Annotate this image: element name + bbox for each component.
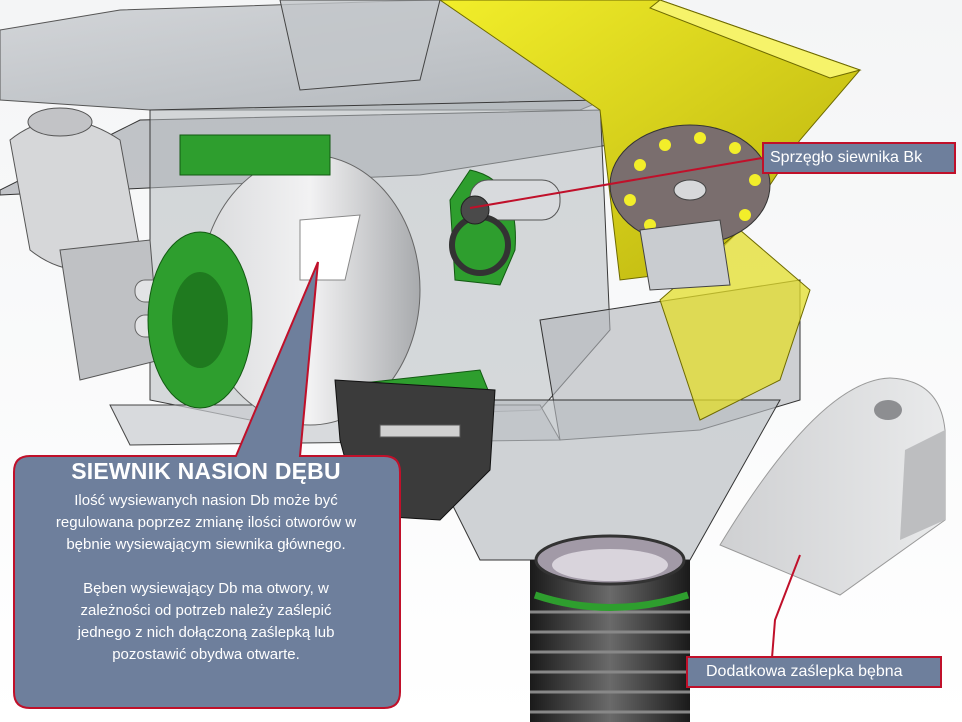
plug-leader-line bbox=[771, 554, 801, 659]
info-callout-shape bbox=[13, 261, 401, 709]
info-line: Ilość wysiewanych nasion Db może być bbox=[74, 492, 338, 509]
info-line: regulowana poprzez zmianę ilości otworów… bbox=[55, 514, 357, 531]
info-title: SIEWNIK NASION DĘBU bbox=[71, 458, 341, 484]
plug-label-text: Dodatkowa zaślepka bębna bbox=[706, 663, 903, 680]
info-line: Bęben wysiewający Db ma otwory, w bbox=[83, 580, 329, 597]
info-line: bębnie wysiewającym siewnika głównego. bbox=[66, 536, 346, 553]
info-line: zależności od potrzeb należy zaślepić bbox=[80, 602, 332, 619]
drum-plug bbox=[719, 377, 946, 596]
coupling-label-text: Sprzęgło siewnika Bk bbox=[770, 149, 923, 166]
info-box: SIEWNIK NASION DĘBU Ilość wysiewanych na… bbox=[14, 456, 398, 666]
paragraph-gap bbox=[14, 556, 398, 578]
info-line: jednego z nich dołączoną zaślepką lub bbox=[77, 624, 335, 641]
coupling-leader-line bbox=[469, 157, 763, 209]
info-line: pozostawić obydwa otwarte. bbox=[112, 646, 300, 663]
corrugated-hose bbox=[530, 534, 690, 722]
coupling-label: Sprzęgło siewnika Bk bbox=[762, 142, 956, 174]
plug-label: Dodatkowa zaślepka bębna bbox=[686, 656, 942, 688]
